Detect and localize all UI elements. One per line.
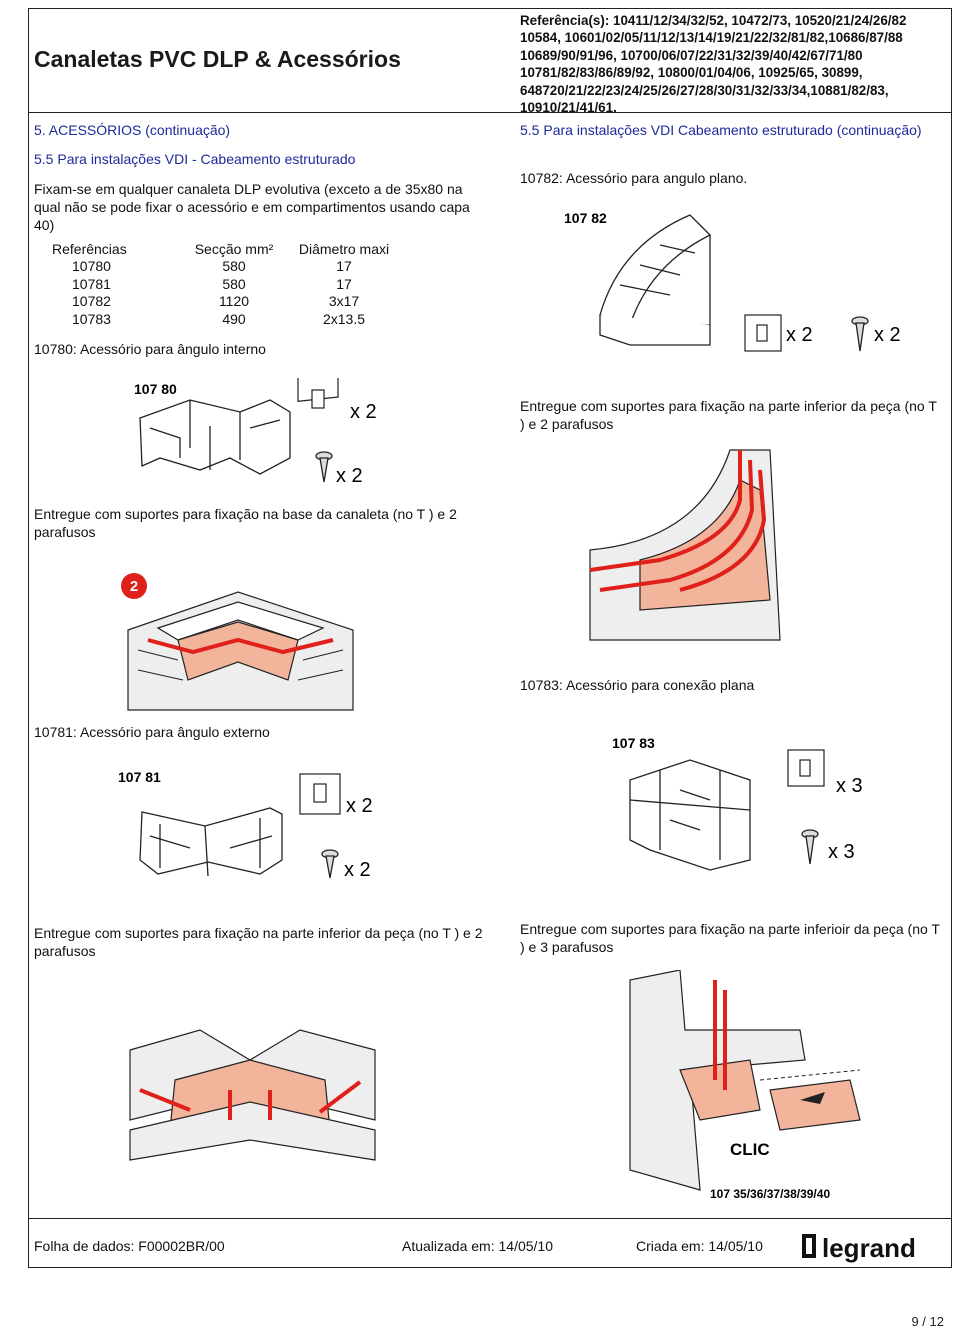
reference-line: Referência(s): 10411/12/34/32/52, 10472/… <box>520 13 907 28</box>
table-cell: 3x17 <box>328 293 360 310</box>
delivery-text-10781: Entregue com suportes para fixação na pa… <box>34 925 483 959</box>
intro-paragraph: Fixam-se em qualquer canaleta DLP evolut… <box>34 181 470 233</box>
diagram-10780: 107 80 x 2 x 2 <box>134 378 377 487</box>
delivery-text-10780: Entregue com suportes para fixação na ba… <box>34 506 457 540</box>
diagram-10781: 107 81 x 2 x 2 <box>118 769 373 881</box>
table-header-cell: Referências <box>52 240 127 257</box>
install-illustration-10780: 2 <box>121 573 354 711</box>
page-frame <box>28 8 952 1268</box>
reference-line: 10910/21/41/61. <box>520 100 617 116</box>
diagram-10783: 107 83 x 3 x 3 <box>612 735 863 871</box>
updated-date: Atualizada em: 14/05/10 <box>402 1238 553 1254</box>
caption-10780: 10780: Acessório para ângulo interno <box>34 341 266 357</box>
install-illustration-10783: CLIC 107 35/36/37/38/39/40 <box>629 970 861 1201</box>
quantity-label: x 2 <box>786 324 813 346</box>
table-header-cell: Secção mm² <box>194 240 274 257</box>
sheet-number: Folha de dados: F00002BR/00 <box>34 1238 225 1254</box>
table-cell: 10781 <box>72 275 111 292</box>
part-code: 107 82 <box>564 210 607 226</box>
logo-wordmark: legrand <box>822 1233 916 1263</box>
table-cell: 580 <box>222 275 246 292</box>
cover-code: 107 35/36/37/38/39/40 <box>710 1187 830 1201</box>
document-title: Canaletas PVC DLP & Acessórios <box>34 46 401 72</box>
table-cell: 17 <box>336 258 352 275</box>
footer-divider <box>28 1218 952 1219</box>
quantity-label: x 2 <box>346 795 373 817</box>
table-cell: 10782 <box>72 293 111 310</box>
delivery-text-10783: Entregue com suportes para fixação na pa… <box>520 921 940 955</box>
table-cell: 580 <box>222 258 246 275</box>
table-header-row: Referências Secção mm² Diâmetro maxi <box>52 240 404 258</box>
table-cell: 10783 <box>72 310 111 327</box>
table-row: 10782 1120 3x17 <box>52 293 404 311</box>
section-title: 5. ACESSÓRIOS (continuação) <box>34 122 231 138</box>
part-code: 107 83 <box>612 735 655 751</box>
step-badge <box>121 573 147 599</box>
quantity-label: x 2 <box>336 465 363 487</box>
page-number: 9 / 12 <box>911 1314 944 1329</box>
quantity-label: x 3 <box>836 775 863 797</box>
reference-list: Referência(s): 10411/12/34/32/52, 10472/… <box>520 12 940 116</box>
step-badge-number: 2 <box>130 578 138 595</box>
quantity-label: x 2 <box>350 401 377 423</box>
quantity-label: x 2 <box>344 859 371 881</box>
caption-10781: 10781: Acessório para ângulo externo <box>34 724 270 740</box>
table-row: 10780 580 17 <box>52 258 404 276</box>
caption-10783: 10783: Acessório para conexão plana <box>520 677 755 693</box>
part-code: 107 80 <box>134 381 177 397</box>
table-cell: 2x13.5 <box>322 310 366 327</box>
header-divider <box>28 112 952 113</box>
reference-line: 10781/82/83/86/89/92, 10800/01/04/06, 10… <box>520 65 863 81</box>
delivery-text-10782: Entregue com suportes para fixação na pa… <box>520 398 937 432</box>
table-row: 10781 580 17 <box>52 275 404 293</box>
table-cell: 17 <box>336 275 352 292</box>
part-code: 107 81 <box>118 769 161 785</box>
created-date: Criada em: 14/05/10 <box>636 1238 763 1254</box>
caption-10782: 10782: Acessório para angulo plano. <box>520 170 748 186</box>
table-cell: 10780 <box>72 258 111 275</box>
table-cell: 490 <box>222 310 246 327</box>
install-illustration-10782 <box>589 449 781 641</box>
table-header-cell: Diâmetro maxi <box>298 240 390 257</box>
install-illustration-10781 <box>129 1029 376 1161</box>
diagram-10782: 107 82 x 2 x 2 <box>564 210 901 352</box>
subsection-title-continued: 5.5 Para instalações VDI Cabeamento estr… <box>520 122 922 138</box>
reference-line: 10584, 10601/02/05/11/12/13/14/19/21/22/… <box>520 30 903 46</box>
subsection-title: 5.5 Para instalações VDI - Cabeamento es… <box>34 151 356 167</box>
quantity-label: x 2 <box>874 324 901 346</box>
spec-table: Referências Secção mm² Diâmetro maxi 107… <box>52 240 404 328</box>
legrand-logo: legrand <box>800 1228 930 1269</box>
quantity-label: x 3 <box>828 841 855 863</box>
table-cell: 1120 <box>218 293 250 310</box>
table-row: 10783 490 2x13.5 <box>52 310 404 328</box>
clic-label: CLIC <box>730 1140 770 1159</box>
reference-line: 648720/21/22/23/24/25/26/27/28/30/31/32/… <box>520 82 889 98</box>
reference-line: 10689/90/91/96, 10700/06/07/22/31/32/39/… <box>520 47 863 63</box>
